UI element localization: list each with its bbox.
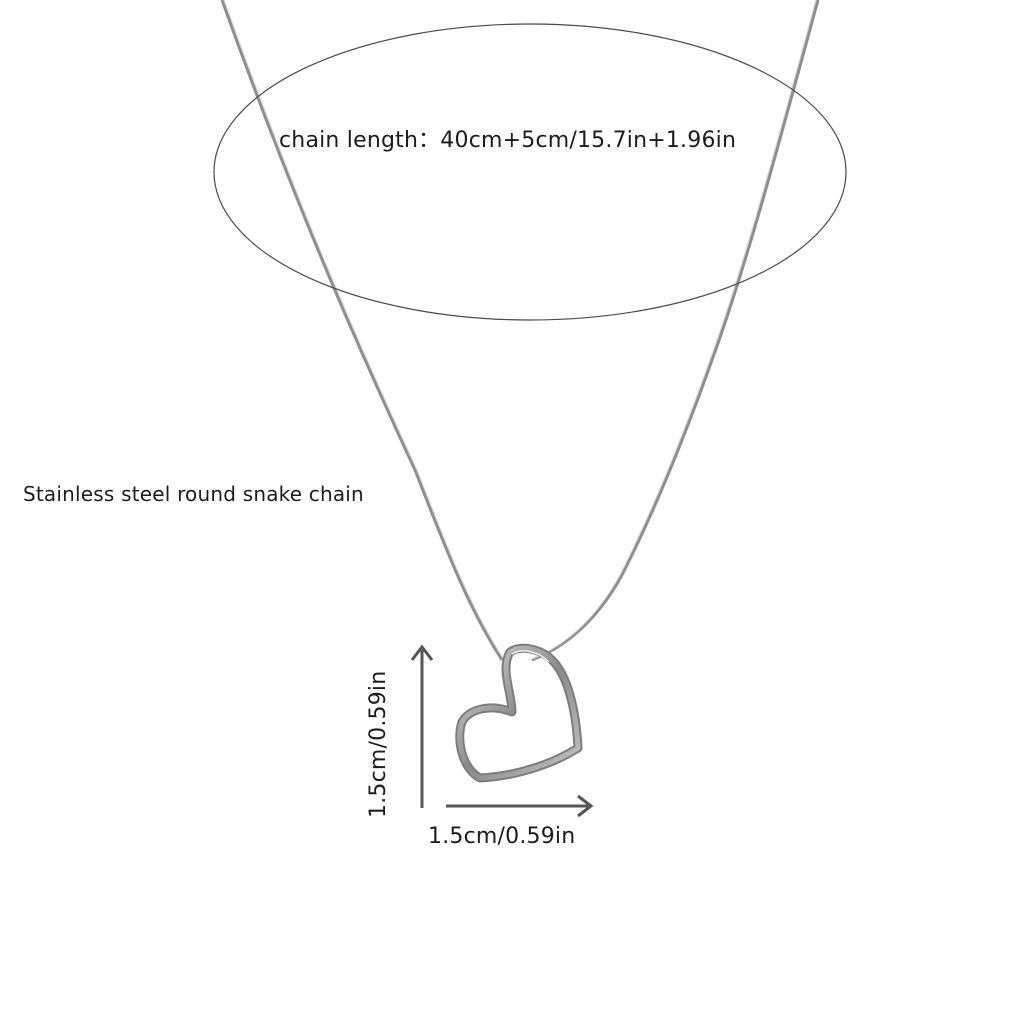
chain-right-strand — [531, 0, 820, 662]
chain-right-strand-highlight — [529, 0, 817, 661]
chain-left-strand — [220, 0, 504, 661]
height-arrow — [410, 644, 434, 808]
chain-type-label: Stainless steel round snake chain — [23, 482, 364, 506]
chain-length-label: chain length：40cm+5cm/15.7in+1.96in — [279, 128, 737, 153]
pendant-height-label: 1.5cm/0.59in — [366, 670, 391, 818]
heart-pendant — [455, 643, 583, 783]
chain-left-strand-highlight — [223, 0, 505, 661]
width-arrow — [446, 794, 594, 818]
chain-length-ellipse — [213, 23, 847, 321]
pendant-width-label: 1.5cm/0.59in — [428, 824, 576, 849]
